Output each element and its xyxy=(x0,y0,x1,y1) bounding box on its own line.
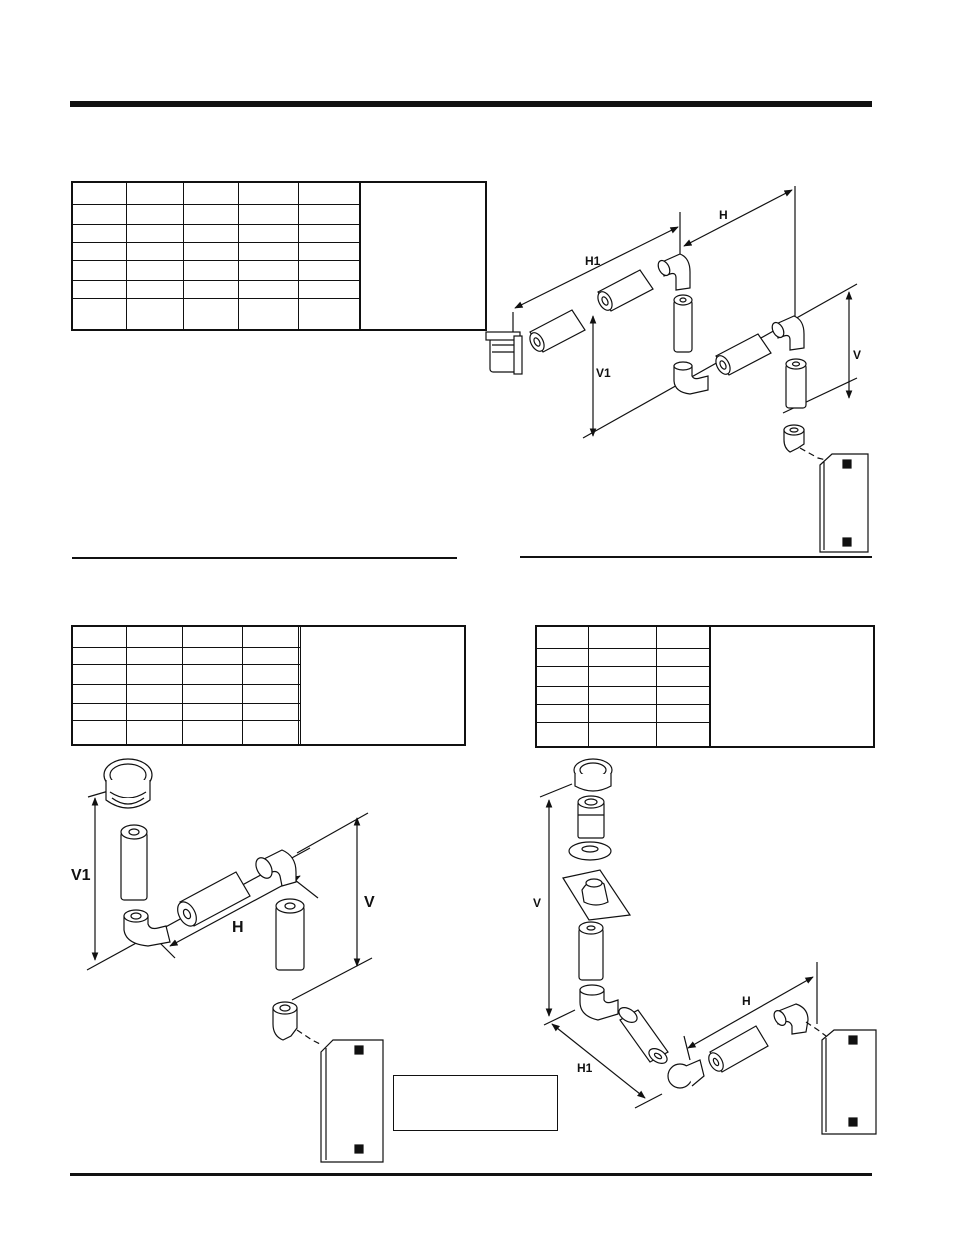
vertical-termination-icon xyxy=(573,758,613,792)
vent-pipe xyxy=(578,921,604,981)
appliance-icon xyxy=(819,453,869,553)
diagram-bottom-right xyxy=(539,758,877,1135)
vent-table-bottom-right-notes xyxy=(709,627,873,746)
vertical-termination-icon xyxy=(103,758,153,809)
elbow-icon xyxy=(783,424,805,453)
dimension-line-h1 xyxy=(551,1023,646,1099)
vent-table-top-grid xyxy=(73,183,361,329)
elbow-icon xyxy=(272,1001,298,1041)
appliance-icon xyxy=(320,1039,384,1163)
elbow-icon xyxy=(667,1059,705,1089)
connector-line xyxy=(805,1021,827,1037)
vent-table-bottom-left xyxy=(71,625,466,746)
connector-line xyxy=(799,447,827,461)
baseline xyxy=(543,1009,576,1026)
elbow-icon xyxy=(123,909,171,947)
extension-line xyxy=(294,879,319,899)
vent-pipe xyxy=(275,898,305,971)
label-v: V xyxy=(853,348,861,362)
vent-table-bottom-right-grid xyxy=(537,627,711,748)
section-divider-left xyxy=(72,557,457,559)
extension-line xyxy=(539,783,573,798)
note-box xyxy=(393,1075,558,1131)
dimension-line-h xyxy=(687,976,814,1049)
label-v1: V1 xyxy=(71,867,91,884)
label-h1: H1 xyxy=(577,1061,593,1075)
diagram-top xyxy=(485,186,869,553)
vent-pipe xyxy=(177,871,251,927)
vent-table-top-notes xyxy=(359,183,485,329)
section-divider-right xyxy=(520,556,872,558)
dimension-line-h1 xyxy=(514,226,679,309)
elbow-icon xyxy=(771,315,805,351)
elbow-icon xyxy=(673,361,709,395)
vent-table-top xyxy=(71,181,487,331)
dimension-line-h xyxy=(683,189,793,247)
vent-table-bottom-left-grid xyxy=(73,627,301,744)
label-v: V xyxy=(533,896,541,910)
label-h: H xyxy=(719,208,728,222)
extension-line xyxy=(634,1093,663,1109)
elbow-icon xyxy=(579,984,619,1021)
horizontal-termination-icon xyxy=(485,331,523,375)
elbow-icon xyxy=(657,253,691,291)
dimension-line-h xyxy=(169,875,301,947)
storm-collar-icon xyxy=(577,795,605,839)
vent-pipe xyxy=(618,1007,669,1064)
elbow-icon xyxy=(255,849,297,887)
vent-table-bottom-left-notes xyxy=(298,627,464,744)
collar-ring-icon xyxy=(568,841,612,861)
diagram-bottom-left xyxy=(86,758,384,1163)
header-rule xyxy=(70,101,872,107)
connector-line xyxy=(296,1029,323,1046)
vent-pipe xyxy=(529,309,586,353)
appliance-icon xyxy=(821,1029,877,1135)
vent-table-bottom-right xyxy=(535,625,875,748)
elbow-icon xyxy=(773,1003,809,1035)
extension-line xyxy=(683,1035,691,1061)
baseline-hidden xyxy=(86,957,373,971)
vent-pipe xyxy=(673,294,693,353)
vent-pipe xyxy=(120,824,148,901)
footer-rule xyxy=(70,1173,872,1176)
vent-pipe xyxy=(708,1025,769,1073)
vent-pipe xyxy=(597,269,654,312)
label-h: H xyxy=(742,994,751,1008)
label-v: V xyxy=(364,894,375,911)
vent-pipe xyxy=(715,333,772,376)
label-h1: H1 xyxy=(585,254,601,268)
vent-pipe xyxy=(785,358,807,409)
roof-flashing-icon xyxy=(562,869,632,921)
label-v1: V1 xyxy=(596,366,611,380)
label-h: H xyxy=(232,919,244,936)
